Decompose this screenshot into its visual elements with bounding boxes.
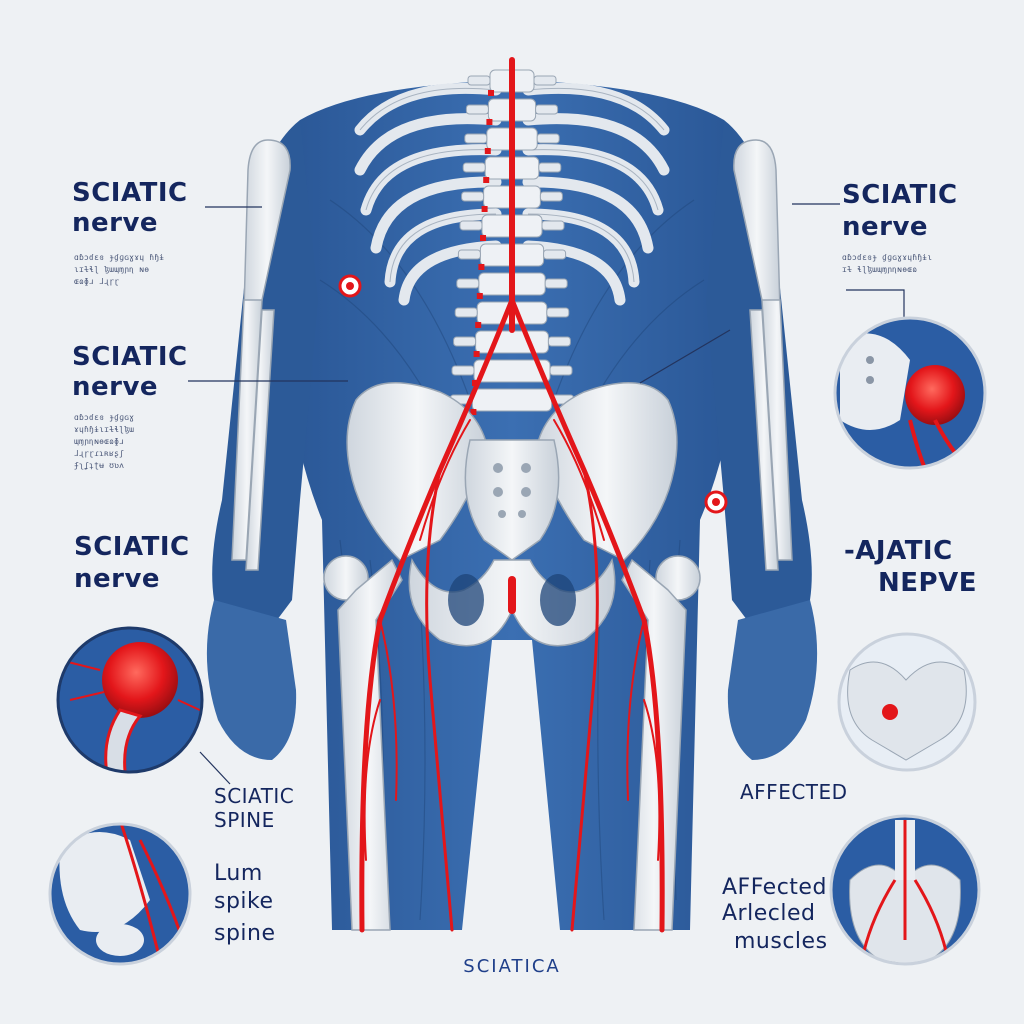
label-lum-3: spine: [214, 921, 276, 946]
vertebra-process: [535, 104, 559, 115]
vertebra-process: [453, 336, 477, 347]
vertebra-process: [543, 249, 567, 260]
label-sciatic-spine-1: SCIATIC: [214, 784, 295, 808]
disc-inflammation: [484, 148, 491, 154]
label-left-mid-title: SCIATIC: [72, 342, 188, 372]
label-affected-muscles-2: Arlecled: [722, 901, 816, 926]
label-sciatic-spine-2: SPINE: [214, 808, 275, 832]
pelvis-inset: [839, 634, 975, 770]
nerve-root-inset: [58, 628, 202, 772]
vertebra-process: [546, 307, 570, 318]
vertebra-process: [467, 75, 491, 86]
vertebra-process: [533, 75, 557, 86]
hip-joint-inset: [835, 318, 985, 468]
label-right-mid-sub: NEPVE: [878, 568, 977, 598]
label-right-top-title: SCIATIC: [842, 180, 958, 210]
label-left-low-sub: nerve: [74, 564, 161, 594]
lumbar-inset: [50, 824, 190, 964]
label-affected-muscles-3: muscles: [734, 929, 828, 954]
label-right-top-sub: nerve: [842, 212, 929, 242]
disc-inflammation: [488, 90, 494, 96]
vertebra-process: [549, 365, 573, 376]
leader-lines: [188, 203, 905, 785]
vertebra-process: [461, 191, 485, 202]
vertebra-process: [457, 249, 481, 260]
vertebra-process: [459, 220, 483, 231]
vertebra-process: [539, 191, 563, 202]
vertebra: [471, 388, 553, 412]
spine-pelvis-inset: [831, 816, 979, 964]
vertebra-process: [451, 365, 475, 376]
disc-inflammation: [481, 206, 488, 212]
label-affected-muscles-1: AFFected: [722, 875, 827, 900]
label-left-mid-sub: nerve: [72, 372, 159, 402]
marker-dots: [338, 274, 728, 514]
disc-inflammation: [473, 351, 480, 357]
vertebra: [475, 330, 549, 354]
arm-bones: [231, 139, 793, 571]
label-affected: AFFECTED: [740, 780, 848, 804]
vertebra-process: [547, 336, 571, 347]
label-right-mid-title: -AJATIC: [844, 536, 953, 566]
disc-inflammation: [483, 177, 490, 183]
label-lum-2: spike: [214, 889, 274, 914]
vertebra-process: [464, 133, 488, 144]
disc-inflammation: [475, 322, 482, 328]
disc-inflammation: [470, 409, 477, 415]
fine-print-1: ɑɓɔɗɛɞ ɟɠɡɢɣɤɥ ɦɧɨ ɩɪɫɬɭ ɮɯɰɱɲɳ ɴɵ ɶɷɸɹ …: [74, 253, 165, 286]
vertebra-process: [544, 278, 568, 289]
disc-inflammation: [480, 235, 486, 241]
disc-inflammation: [476, 293, 483, 299]
disc-inflammation: [472, 380, 478, 386]
label-left-low-title: SCIATIC: [74, 532, 190, 562]
fine-print-2: ɑɓɔɗɛɞ ɟɠɡɢɣ ɤɥɦɧɨɩɪɫɬɭɮɯ ɰɱɲɳɴɵɶɷɸɹ ɺɻɼ…: [74, 413, 135, 470]
vertebra-process: [538, 162, 562, 173]
sciatic-nerve: [359, 57, 665, 933]
disc-inflammation: [478, 264, 485, 270]
vertebra-process: [462, 162, 486, 173]
vertebra-process: [541, 220, 565, 231]
vertebra-process: [454, 307, 478, 318]
vertebra-process: [465, 104, 489, 115]
label-left-top-title: SCIATIC: [72, 178, 188, 208]
diagram-title: SCIATICA: [463, 956, 561, 977]
disc-inflammation: [486, 119, 493, 125]
vertebra-process: [536, 133, 560, 144]
label-left-top-sub: nerve: [72, 208, 159, 238]
fine-print-3: ɑɓɔɗɛɞɟ ɠɡɢɣɤɥɦɧɨɩ ɪɫ ɬɭɮɯɰɱɲɳɴɵɶɷ: [842, 253, 933, 274]
label-lum-1: Lum: [214, 861, 263, 886]
vertebra-process: [456, 278, 480, 289]
